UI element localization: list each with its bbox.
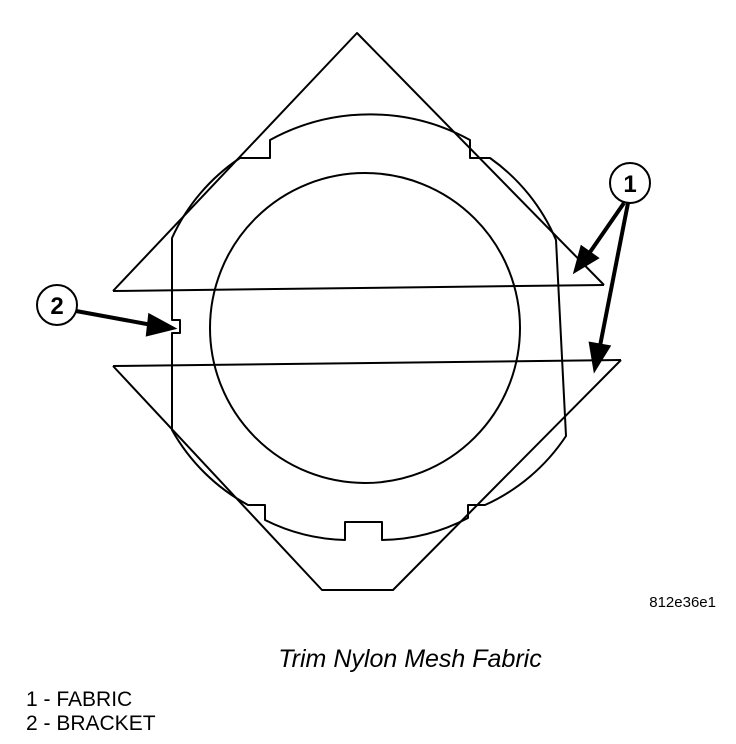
diagram: 1 2 bbox=[36, 32, 651, 591]
figure-id: 812e36e1 bbox=[649, 594, 716, 611]
legend-item-fabric: 1 - FABRIC bbox=[26, 688, 133, 711]
callout-2-arrowhead bbox=[145, 312, 178, 337]
callout-1-number: 1 bbox=[623, 171, 636, 198]
legend-item-bracket: 2 - BRACKET bbox=[26, 712, 156, 735]
callout-2-circle bbox=[36, 284, 78, 326]
callout-1-arrowhead-b bbox=[588, 341, 612, 374]
fabric-top-flap bbox=[112, 32, 605, 292]
fabric-bottom-flap bbox=[112, 359, 622, 591]
bracket-ring bbox=[171, 113, 567, 541]
callout-1-leader-b bbox=[598, 202, 630, 347]
figure-caption: Trim Nylon Mesh Fabric bbox=[278, 645, 542, 673]
inner-opening bbox=[209, 172, 521, 484]
fabric-edge-lower bbox=[112, 359, 622, 367]
callout-2-leader bbox=[75, 309, 153, 327]
callout-1-arrowhead-a bbox=[572, 244, 600, 275]
legend: 1 - FABRIC 2 - BRACKET bbox=[26, 688, 156, 736]
callout-1-circle bbox=[609, 162, 651, 204]
callout-1-leader-a bbox=[586, 201, 626, 257]
callout-2-number: 2 bbox=[50, 293, 63, 320]
fabric-edge-upper bbox=[112, 284, 605, 292]
